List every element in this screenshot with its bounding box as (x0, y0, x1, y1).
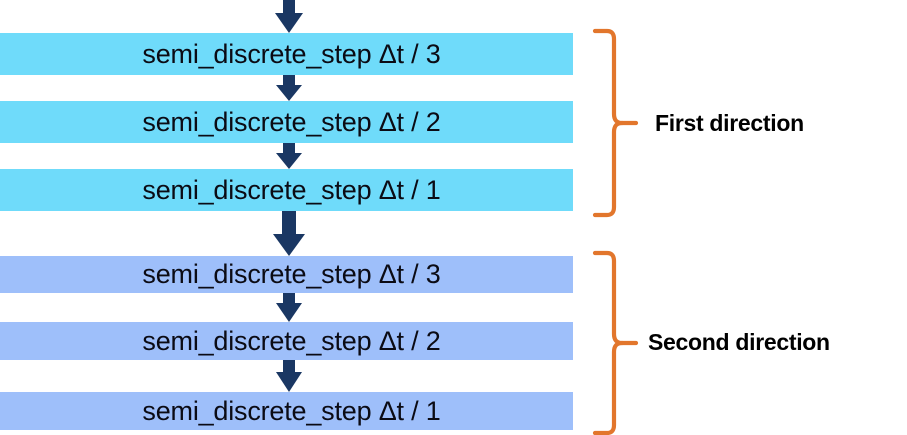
arrow-group-1-to-group-2 (273, 211, 305, 256)
arrow-step-5-to-6 (276, 360, 302, 392)
arrow-step-1-to-2 (276, 75, 302, 101)
step-bar-label: semi_discrete_step Δt / 1 (142, 174, 441, 205)
arrow-into-step-1 (275, 0, 303, 33)
step-bar-first-3[interactable]: semi_discrete_step Δt / 1 (0, 169, 573, 211)
step-bar-label: semi_discrete_step Δt / 2 (142, 106, 441, 137)
step-bar-label: semi_discrete_step Δt / 1 (142, 395, 441, 426)
group-label-first-direction: First direction (655, 110, 804, 136)
step-bar-label: semi_discrete_step Δt / 3 (142, 259, 441, 289)
arrow-step-4-to-5 (276, 292, 302, 322)
arrow-step-2-to-3 (276, 143, 302, 169)
step-bar-label: semi_discrete_step Δt / 2 (142, 325, 441, 356)
step-bar-second-1[interactable]: semi_discrete_step Δt / 3 (0, 256, 573, 293)
step-bar-first-2[interactable]: semi_discrete_step Δt / 2 (0, 101, 573, 143)
step-bar-first-1[interactable]: semi_discrete_step Δt / 3 (0, 33, 573, 75)
step-bar-label: semi_discrete_step Δt / 3 (142, 38, 441, 69)
group-label-second-direction: Second direction (648, 329, 830, 355)
step-bar-second-2[interactable]: semi_discrete_step Δt / 2 (0, 322, 573, 360)
brace-second-direction (592, 250, 639, 435)
brace-first-direction (592, 28, 639, 218)
step-bar-second-3[interactable]: semi_discrete_step Δt / 1 (0, 392, 573, 430)
